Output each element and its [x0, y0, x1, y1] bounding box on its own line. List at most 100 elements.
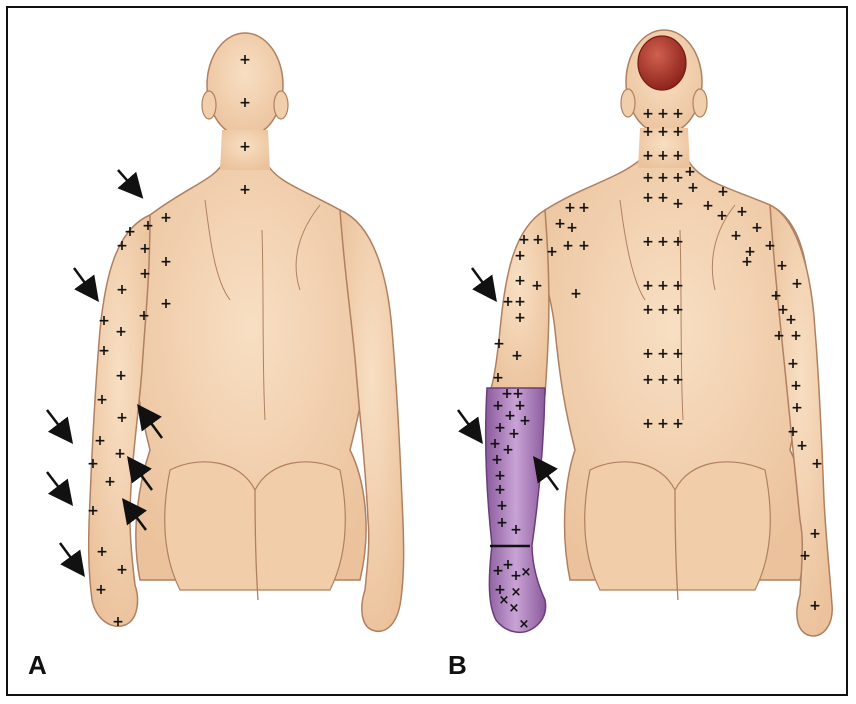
plus-marker: + [642, 372, 654, 388]
arrow-icon [458, 410, 480, 440]
plus-marker: + [687, 180, 699, 196]
plus-marker: + [510, 522, 522, 538]
plus-marker: + [736, 204, 748, 220]
figure-a-body [89, 33, 404, 631]
plus-marker: + [730, 228, 742, 244]
plus-marker: + [492, 370, 504, 386]
plus-marker: + [642, 170, 654, 186]
plus-marker: + [785, 312, 797, 328]
plus-marker: + [809, 598, 821, 614]
plus-marker: + [104, 474, 116, 490]
cross-marker: × [519, 617, 530, 632]
plus-marker: + [672, 372, 684, 388]
plus-marker: + [642, 148, 654, 164]
plus-marker: + [578, 238, 590, 254]
plus-marker: + [657, 302, 669, 318]
plus-marker: + [642, 190, 654, 206]
plus-marker: + [642, 234, 654, 250]
plus-marker: + [657, 416, 669, 432]
plus-marker: + [508, 426, 520, 442]
plus-marker: + [96, 392, 108, 408]
arrow-icon [118, 170, 140, 195]
arrow-icon [47, 410, 70, 440]
plus-marker: + [751, 220, 763, 236]
plus-marker: + [496, 515, 508, 531]
plus-marker: + [672, 170, 684, 186]
plus-marker: + [672, 106, 684, 122]
plus-marker: + [811, 456, 823, 472]
plus-marker: + [139, 241, 151, 257]
plus-marker: + [546, 244, 558, 260]
plus-marker: + [642, 278, 654, 294]
plus-marker: + [554, 216, 566, 232]
plus-marker: + [796, 438, 808, 454]
plus-marker: + [657, 190, 669, 206]
plus-marker: + [115, 324, 127, 340]
plus-marker: + [489, 436, 501, 452]
plus-marker: + [791, 400, 803, 416]
plus-marker: + [672, 278, 684, 294]
plus-marker: + [672, 124, 684, 140]
plus-marker: + [566, 220, 578, 236]
plus-marker: + [657, 372, 669, 388]
plus-marker: + [809, 526, 821, 542]
plus-marker: + [657, 106, 669, 122]
plus-marker: + [657, 278, 669, 294]
plus-marker: + [112, 614, 124, 630]
plus-marker: + [139, 266, 151, 282]
plus-marker: + [160, 254, 172, 270]
plus-marker: + [518, 232, 530, 248]
plus-marker: + [519, 413, 531, 429]
plus-marker: + [791, 276, 803, 292]
plus-marker: + [514, 248, 526, 264]
plus-marker: + [642, 302, 654, 318]
plus-marker: + [511, 348, 523, 364]
panel-label-a: A [28, 650, 47, 681]
plus-marker: + [672, 234, 684, 250]
plus-marker: + [764, 238, 776, 254]
plus-marker: + [570, 286, 582, 302]
arrow-icon [60, 543, 82, 573]
plus-marker: + [504, 408, 516, 424]
plus-marker: + [142, 218, 154, 234]
plus-marker: + [702, 198, 714, 214]
plus-marker: + [642, 416, 654, 432]
plus-marker: + [642, 124, 654, 140]
plus-marker: + [741, 254, 753, 270]
plus-marker: + [657, 170, 669, 186]
plus-marker: + [94, 433, 106, 449]
plus-marker: + [87, 456, 99, 472]
plus-marker: + [492, 563, 504, 579]
arrow-icon [472, 268, 494, 298]
plus-marker: + [492, 398, 504, 414]
scalp-lesion [638, 36, 686, 90]
plus-marker: + [116, 238, 128, 254]
plus-marker: + [657, 124, 669, 140]
cross-marker: × [521, 565, 532, 580]
plus-marker: + [116, 562, 128, 578]
plus-marker: + [239, 139, 251, 155]
arrow-icon [47, 472, 70, 502]
plus-marker: + [514, 273, 526, 289]
plus-marker: + [532, 232, 544, 248]
plus-marker: + [717, 184, 729, 200]
plus-marker: + [494, 420, 506, 436]
plus-marker: + [787, 356, 799, 372]
plus-marker: + [98, 343, 110, 359]
plus-marker: + [657, 148, 669, 164]
plus-marker: + [790, 378, 802, 394]
plus-marker: + [564, 200, 576, 216]
plus-marker: + [790, 328, 802, 344]
plus-marker: + [776, 258, 788, 274]
plus-marker: + [239, 182, 251, 198]
plus-marker: + [116, 282, 128, 298]
plus-marker: + [672, 346, 684, 362]
plus-marker: + [514, 294, 526, 310]
plus-marker: + [531, 278, 543, 294]
plus-marker: + [672, 148, 684, 164]
plus-marker: + [642, 106, 654, 122]
plus-marker: + [239, 52, 251, 68]
arrow-icon [74, 268, 96, 298]
plus-marker: + [491, 452, 503, 468]
